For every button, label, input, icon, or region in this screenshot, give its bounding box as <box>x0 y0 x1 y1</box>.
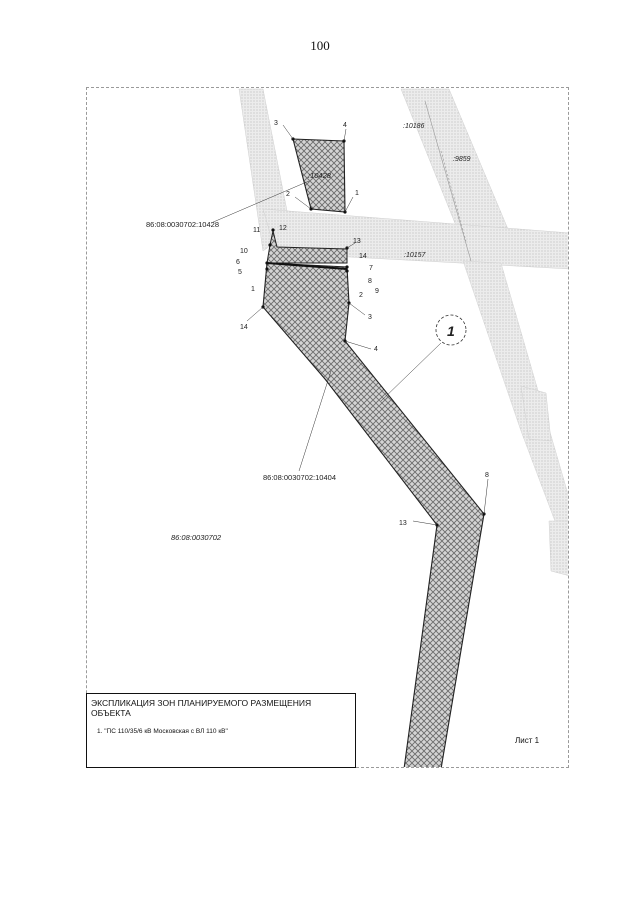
building-block-2 <box>548 520 568 576</box>
upper-point-label: 4 <box>343 122 347 129</box>
main-point-label: 7 <box>369 265 373 272</box>
main-point-label: 10 <box>240 248 248 255</box>
callout-10404-label: 86:08:0030702:10404 <box>263 473 336 482</box>
label-parcel-9859: :9859 <box>453 156 471 163</box>
label-parcel-10157: :10157 <box>404 252 427 259</box>
callout-10404-leader <box>298 370 332 472</box>
sheet-label: Лист 1 <box>515 736 540 745</box>
main-point-label: 8 <box>485 472 489 479</box>
legend-box: ЭКСПЛИКАЦИЯ ЗОН ПЛАНИРУЕМОГО РАЗМЕЩЕНИЯ … <box>86 693 356 768</box>
label-parcel-10186: :10186 <box>403 123 425 130</box>
road-edge-line <box>424 100 472 262</box>
upper-point-label: 1 <box>355 190 359 197</box>
page-number: 100 <box>310 38 330 53</box>
upper-point-label: 3 <box>274 120 278 127</box>
main-point-label: 3 <box>368 314 372 321</box>
label-parcel-10428: :10428 <box>308 171 332 180</box>
vertex-leaders <box>246 124 489 526</box>
main-point-label: 14 <box>359 253 367 260</box>
main-point-label: 12 <box>279 225 287 232</box>
road-strip-right-lower <box>462 260 568 557</box>
main-point-label: 13 <box>353 238 361 245</box>
main-point-label: 11 <box>253 227 260 234</box>
map-frame: 1 :10428 :10186 :9859 :10157 86:08:00307… <box>86 87 569 768</box>
zone-marker-circle <box>435 314 467 346</box>
main-point-label: 14 <box>240 324 248 331</box>
quarter-label: 86:08:0030702 <box>171 533 222 542</box>
main-point-label: 13 <box>399 520 407 527</box>
main-point-label: 1 <box>251 286 255 293</box>
main-point-label: 9 <box>375 288 379 295</box>
zone-marker-number: 1 <box>447 323 455 339</box>
building-block-1 <box>520 385 552 442</box>
legend-item: 1. "ПС 110/35/6 кВ Московская с ВЛ 110 к… <box>97 728 228 735</box>
upper-point-label: 2 <box>286 191 290 198</box>
main-zone-top-line <box>266 262 348 270</box>
legend-title: ЭКСПЛИКАЦИЯ ЗОН ПЛАНИРУЕМОГО РАЗМЕЩЕНИЯ … <box>91 698 312 718</box>
main-point-label: 5 <box>238 269 242 276</box>
road-edge-line-2 <box>440 150 467 242</box>
callout-10428-label: 86:08:0030702:10428 <box>146 220 219 229</box>
cadastral-map: 1 :10428 :10186 :9859 :10157 86:08:00307… <box>146 88 568 767</box>
callout-10428-leader <box>210 180 310 224</box>
main-point-label: 8 <box>368 278 372 285</box>
main-point-label: 2 <box>359 292 363 299</box>
main-point-label: 6 <box>236 259 240 266</box>
main-zone-polygon <box>262 262 485 767</box>
zone-marker-leader <box>380 342 442 402</box>
main-point-label: 4 <box>374 346 378 353</box>
